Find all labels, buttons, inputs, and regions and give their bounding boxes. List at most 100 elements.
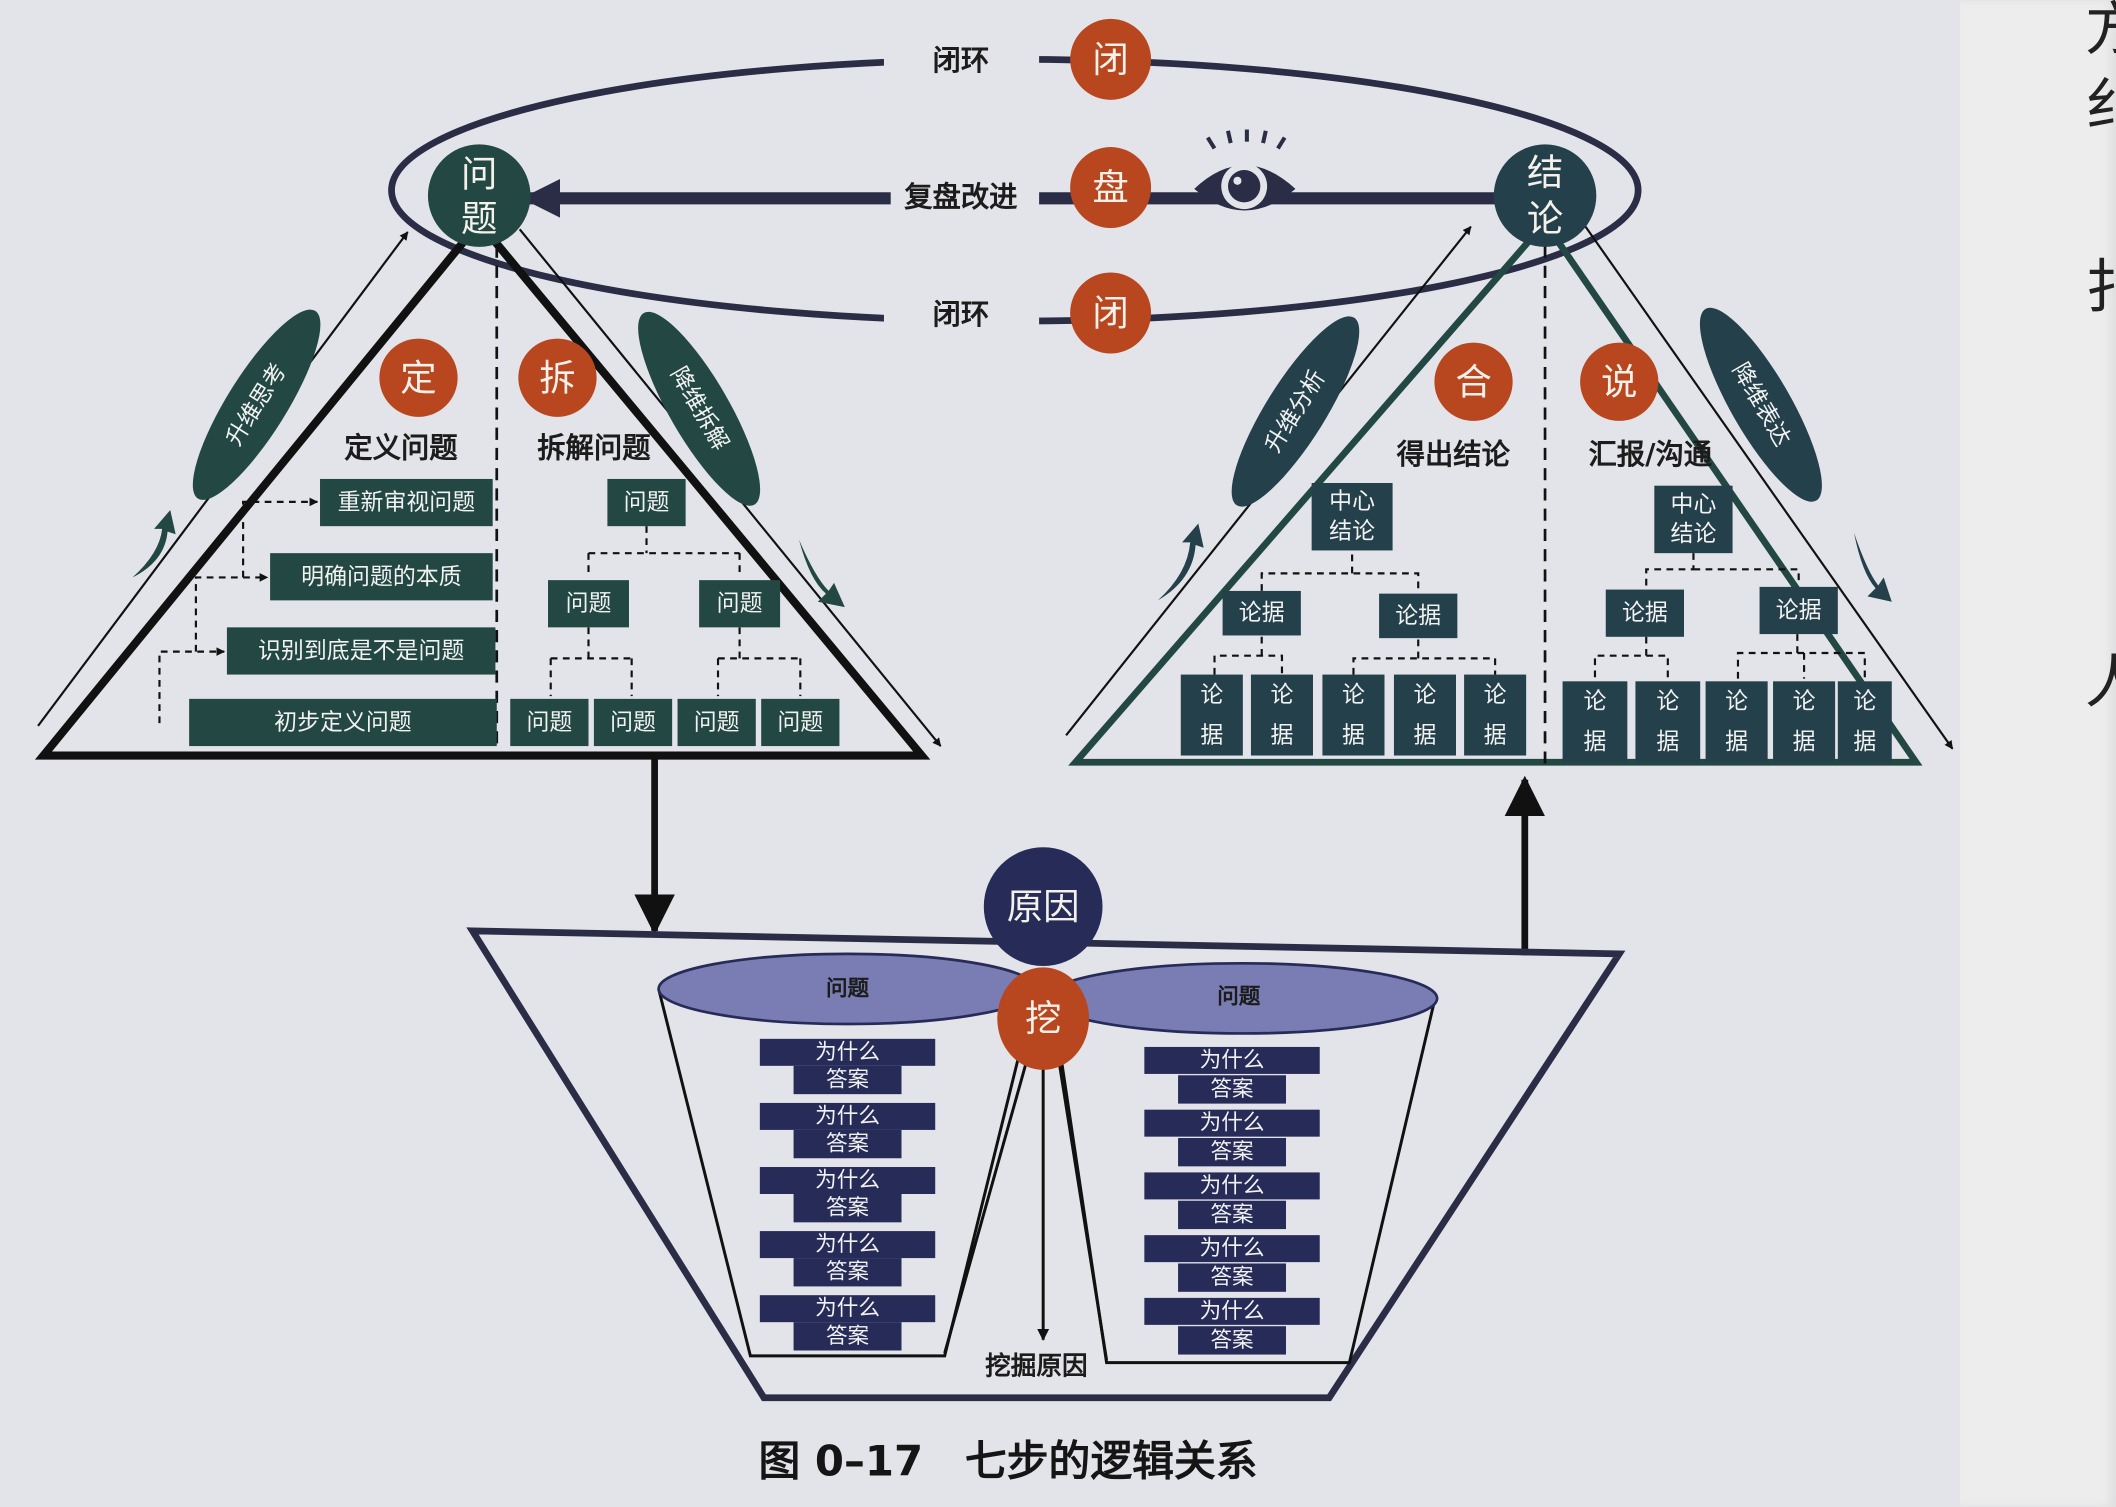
define-step-box: 重新审视问题 [320, 478, 493, 527]
answer-box: 答案 [793, 1129, 902, 1159]
left-cup-title: 问题 [826, 976, 870, 1001]
argument-leaf-box: 论据 [1250, 674, 1313, 756]
badge-combine: 合 [1434, 342, 1513, 421]
define-step-box: 识别到底是不是问题 [226, 627, 496, 675]
argument-leaf-box-report-label: 论 [1656, 689, 1679, 715]
badge-split: 拆 [518, 338, 597, 417]
cause-funnel [466, 927, 1626, 1402]
falling-swoosh-icon [798, 539, 845, 608]
svg-text:闭: 闭 [1092, 292, 1128, 335]
loop-label-middle: 复盘改进 [904, 180, 1018, 213]
rising-swoosh-icon [132, 509, 176, 578]
why-box: 为什么 [759, 1231, 936, 1259]
draw-conclusion-title: 得出结论 [1396, 438, 1511, 471]
split-problem-title: 拆解问题 [537, 431, 651, 464]
argument-leaf-box-label: 据 [1200, 722, 1223, 748]
split-root-box: 问题 [607, 478, 686, 527]
argument-leaf-box-report-label: 论 [1725, 689, 1748, 715]
define-step-box-label: 明确问题的本质 [301, 564, 461, 590]
split-level2-box: 问题 [548, 580, 629, 628]
central-conclusion-box: 中心结论 [1311, 482, 1393, 551]
svg-text:题: 题 [461, 197, 497, 240]
why-box: 为什么 [759, 1295, 936, 1323]
central-conclusion-box-report: 中心结论 [1654, 485, 1733, 554]
figure-caption: 图 0–17 七步的逻辑关系 [759, 1437, 1258, 1486]
answer-box: 答案 [1178, 1263, 1287, 1292]
split-level3-box: 问题 [761, 698, 840, 747]
argument-leaf-box-report: 论据 [1837, 681, 1892, 763]
answer-box-label: 答案 [1210, 1328, 1253, 1353]
why-box-label: 为什么 [1200, 1048, 1265, 1073]
svg-text:问: 问 [461, 153, 497, 196]
why-box-label: 为什么 [1200, 1299, 1265, 1324]
argument-leaf-box-report: 论据 [1562, 681, 1628, 763]
left-cup [657, 988, 1036, 1358]
why-box: 为什么 [1144, 1297, 1320, 1325]
answer-box: 答案 [793, 1193, 902, 1223]
badge-close-bottom: 闭 [1070, 272, 1152, 354]
eye-icon [1194, 129, 1296, 211]
argument-box-report: 论据 [1605, 589, 1685, 637]
why-box: 为什么 [1144, 1046, 1320, 1074]
argument-box-report-label: 论据 [1776, 597, 1822, 623]
why-box-label: 为什么 [1200, 1173, 1265, 1198]
central-conclusion-label-report: 中心结论 [1670, 491, 1717, 548]
why-box-label: 为什么 [1200, 1111, 1265, 1136]
answer-box: 答案 [1178, 1326, 1287, 1355]
svg-text:定: 定 [400, 356, 436, 399]
argument-leaf-box: 论据 [1180, 674, 1243, 756]
loop-label-bg-mid [890, 172, 1040, 222]
answer-box-label: 答案 [826, 1196, 869, 1221]
answer-box: 答案 [793, 1065, 902, 1095]
cause-circle: 原因 [983, 847, 1103, 966]
argument-leaf-box-label: 据 [1342, 722, 1365, 748]
loop-label-bg-bottom [883, 291, 1040, 338]
split-level3-box: 问题 [677, 698, 756, 747]
downscale-express-pill: 降维表达 [1699, 307, 1822, 502]
right-cup-title: 问题 [1217, 985, 1261, 1010]
define-step-box-label: 重新审视问题 [338, 490, 476, 516]
argument-box: 论据 [1222, 590, 1301, 636]
argument-leaf-box-label: 论 [1484, 682, 1507, 708]
why-box-label: 为什么 [1200, 1236, 1265, 1261]
svg-text:盘: 盘 [1092, 166, 1128, 209]
split-level2-box-label: 问题 [566, 591, 612, 617]
argument-box-label: 论据 [1395, 603, 1441, 629]
rising-swoosh-icon-right [1157, 523, 1204, 601]
answer-box-label: 答案 [1210, 1140, 1253, 1165]
svg-text:结: 结 [1527, 151, 1563, 194]
apex-problem: 问题 [427, 144, 531, 247]
answer-box: 答案 [793, 1322, 902, 1351]
badge-close-top: 闭 [1070, 18, 1152, 100]
apex-conclusion: 结论 [1493, 144, 1597, 247]
answer-box-label: 答案 [826, 1067, 869, 1092]
badge-review: 盘 [1070, 147, 1152, 229]
svg-text:闭: 闭 [1092, 38, 1128, 81]
why-box-label: 为什么 [815, 1040, 880, 1065]
answer-box-label: 答案 [826, 1260, 869, 1285]
argument-box: 论据 [1379, 593, 1458, 639]
argument-leaf-box-label: 论 [1342, 682, 1365, 708]
argument-leaf-box-report-label: 据 [1656, 729, 1679, 755]
argument-leaf-box-report: 论据 [1705, 681, 1768, 763]
define-step-box-label: 识别到底是不是问题 [258, 638, 464, 664]
loop-label-bg-top [883, 37, 1040, 84]
argument-leaf-box-report: 论据 [1635, 681, 1701, 763]
upscale-thinking-pill: 升维思考 [192, 309, 321, 500]
argument-leaf-box: 论据 [1322, 674, 1385, 756]
split-level2-box-label: 问题 [717, 591, 763, 617]
dig-cause-label: 挖掘原因 [985, 1351, 1088, 1382]
svg-text:合: 合 [1455, 360, 1491, 403]
argument-leaf-box: 论据 [1464, 674, 1527, 756]
define-step-box: 初步定义问题 [189, 698, 497, 747]
argument-box-label: 论据 [1239, 600, 1285, 626]
answer-box-label: 答案 [1210, 1202, 1253, 1227]
svg-text:原因: 原因 [1007, 885, 1080, 928]
argument-leaf-box-label: 据 [1414, 722, 1437, 748]
argument-leaf-box-label: 论 [1414, 682, 1437, 708]
why-box-label: 为什么 [815, 1296, 880, 1321]
loop-label-bottom: 闭环 [933, 298, 990, 331]
next-page-edge [1960, 0, 2116, 1507]
next-page-char: 扌 [2085, 253, 2116, 321]
